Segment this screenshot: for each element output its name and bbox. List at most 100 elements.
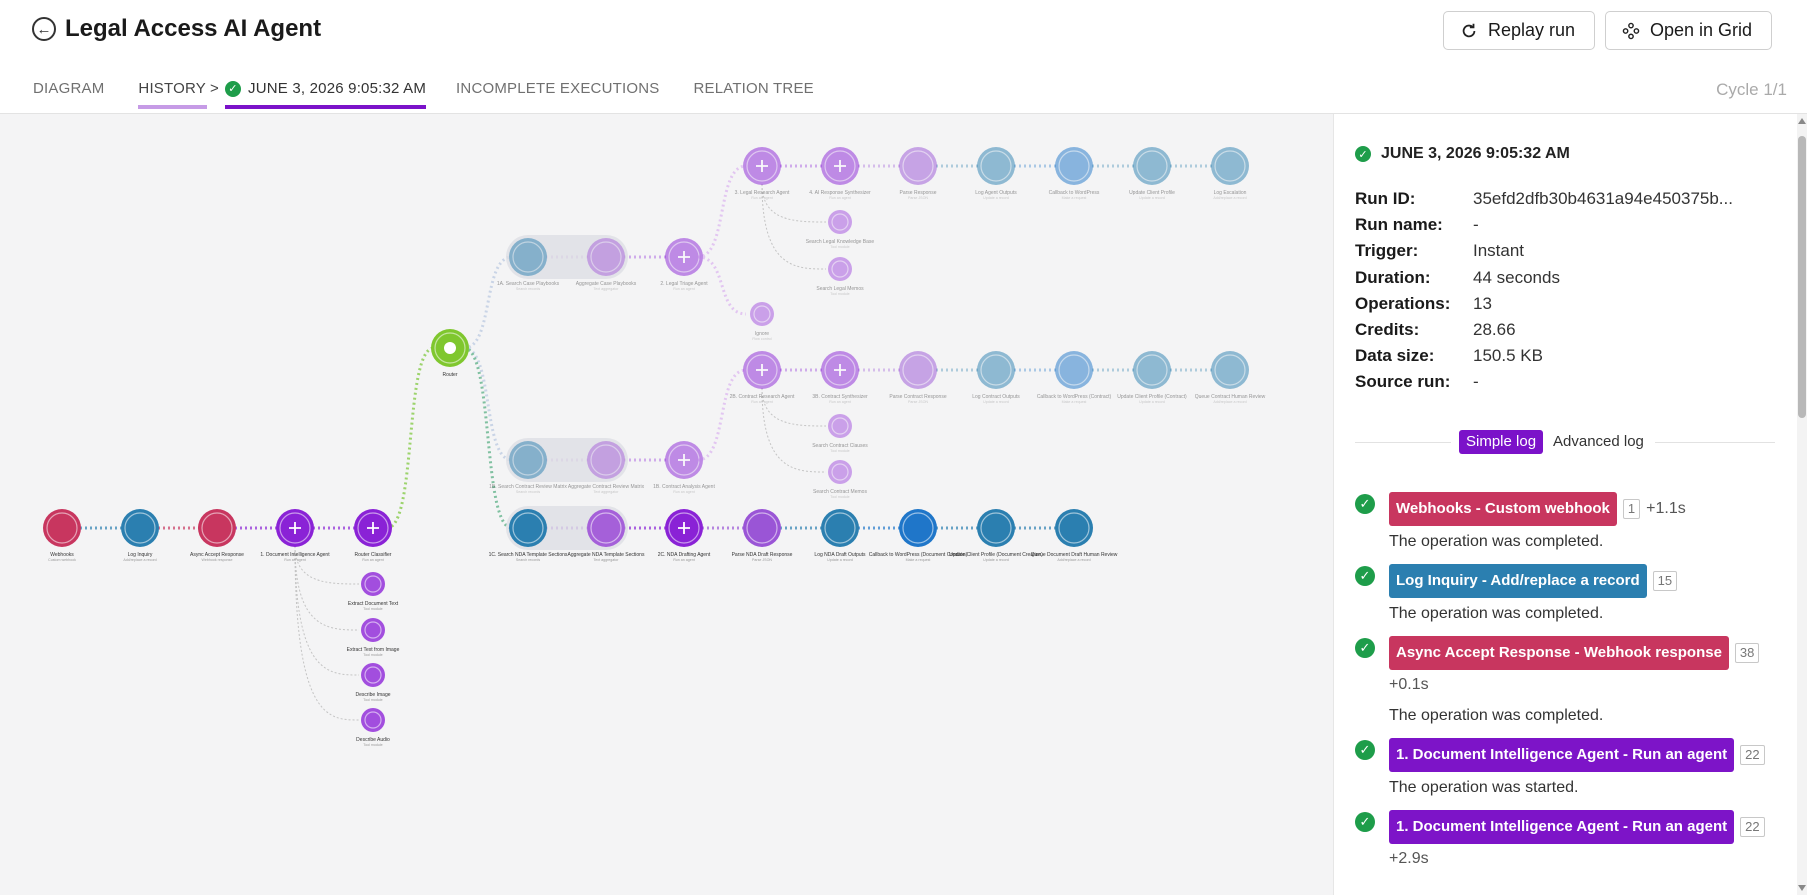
module-json-icon[interactable] bbox=[899, 351, 937, 389]
tab-run-date[interactable]: ✓ JUNE 3, 2026 9:05:32 AM bbox=[225, 80, 427, 109]
module-db-icon[interactable] bbox=[821, 509, 859, 547]
log-module-badge[interactable]: 1. Document Intelligence Agent - Run an … bbox=[1389, 738, 1735, 773]
module-tool-icon[interactable] bbox=[828, 257, 852, 281]
log-module-badge[interactable]: Async Accept Response - Webhook response bbox=[1389, 636, 1729, 670]
operation-number[interactable]: 22 bbox=[1740, 745, 1765, 766]
module-db-icon[interactable] bbox=[1211, 351, 1249, 389]
module-db-icon[interactable] bbox=[509, 509, 547, 547]
module-node[interactable]: Router bbox=[431, 329, 469, 378]
scroll-up-arrow-icon[interactable] bbox=[1798, 118, 1806, 124]
module-json-icon[interactable] bbox=[899, 147, 937, 185]
replay-run-button[interactable]: Replay run bbox=[1443, 11, 1595, 50]
module-node[interactable]: Update Client Profile (Document Creation… bbox=[949, 509, 1043, 562]
module-db-icon[interactable] bbox=[1055, 509, 1093, 547]
advanced-log-button[interactable]: Advanced log bbox=[1546, 430, 1651, 454]
module-webhook-icon[interactable] bbox=[43, 509, 81, 547]
tab-history[interactable]: HISTORY > bbox=[138, 80, 219, 109]
module-node[interactable]: 1B. Search Contract Review MatrixSearch … bbox=[489, 441, 567, 494]
module-node[interactable]: Queue Document Draft Human ReviewAdd/rep… bbox=[1031, 509, 1118, 562]
module-json-icon[interactable] bbox=[743, 509, 781, 547]
route-connection[interactable] bbox=[697, 164, 747, 259]
module-agg-icon[interactable] bbox=[587, 238, 625, 276]
route-connection[interactable] bbox=[697, 368, 747, 462]
route-connection[interactable] bbox=[386, 346, 435, 530]
log-entry[interactable]: ✓1. Document Intelligence Agent - Run an… bbox=[1355, 738, 1775, 797]
open-in-grid-button[interactable]: Open in Grid bbox=[1605, 11, 1772, 50]
log-module-badge[interactable]: Log Inquiry - Add/replace a record bbox=[1389, 564, 1647, 598]
operation-number[interactable]: 15 bbox=[1652, 571, 1678, 591]
module-db-icon[interactable] bbox=[1133, 351, 1171, 389]
module-http-icon[interactable] bbox=[899, 509, 937, 547]
route-connection[interactable] bbox=[463, 346, 513, 530]
module-http-icon[interactable] bbox=[1055, 147, 1093, 185]
route-connection[interactable] bbox=[463, 255, 513, 350]
log-entry[interactable]: ✓Async Accept Response - Webhook respons… bbox=[1355, 636, 1775, 725]
back-arrow-icon[interactable]: ← bbox=[32, 17, 56, 41]
log-module-badge[interactable]: 1. Document Intelligence Agent - Run an … bbox=[1389, 810, 1735, 845]
scrollbar-thumb[interactable] bbox=[1798, 136, 1806, 418]
module-node[interactable]: Callback to WordPress (Document Creation… bbox=[869, 509, 968, 562]
module-tool-icon[interactable] bbox=[750, 302, 774, 326]
operation-number[interactable]: 1 bbox=[1622, 499, 1641, 519]
module-node[interactable]: Callback to WordPress (Contract)Make a r… bbox=[1037, 351, 1112, 404]
module-tool-icon[interactable] bbox=[828, 414, 852, 438]
operation-number[interactable]: 22 bbox=[1740, 817, 1765, 838]
simple-log-button[interactable]: Simple log bbox=[1459, 430, 1544, 454]
module-db-icon[interactable] bbox=[977, 351, 1015, 389]
tab-incomplete-executions[interactable]: INCOMPLETE EXECUTIONS bbox=[456, 80, 660, 97]
log-entry[interactable]: ✓1. Document Intelligence Agent - Run an… bbox=[1355, 810, 1775, 874]
module-http-icon[interactable] bbox=[1055, 351, 1093, 389]
module-tool-icon[interactable] bbox=[828, 460, 852, 484]
log-module-badge[interactable]: Webhooks - Custom webhook bbox=[1389, 492, 1617, 526]
module-tool-icon[interactable] bbox=[828, 210, 852, 234]
module-db-icon[interactable] bbox=[509, 441, 547, 479]
module-db-icon[interactable] bbox=[1211, 147, 1249, 185]
route-connection[interactable] bbox=[697, 255, 747, 316]
module-agg-icon[interactable] bbox=[587, 509, 625, 547]
module-node[interactable]: Update Client Profile (Contract)Update a… bbox=[1117, 351, 1187, 404]
module-db-icon[interactable] bbox=[1133, 147, 1171, 185]
scroll-down-arrow-icon[interactable] bbox=[1798, 885, 1806, 891]
module-db-icon[interactable] bbox=[121, 509, 159, 547]
panel-scrollbar[interactable] bbox=[1797, 114, 1807, 895]
tab-relation-tree[interactable]: RELATION TREE bbox=[693, 80, 814, 97]
module-db-icon[interactable] bbox=[977, 509, 1015, 547]
tab-diagram[interactable]: DIAGRAM bbox=[33, 80, 105, 97]
